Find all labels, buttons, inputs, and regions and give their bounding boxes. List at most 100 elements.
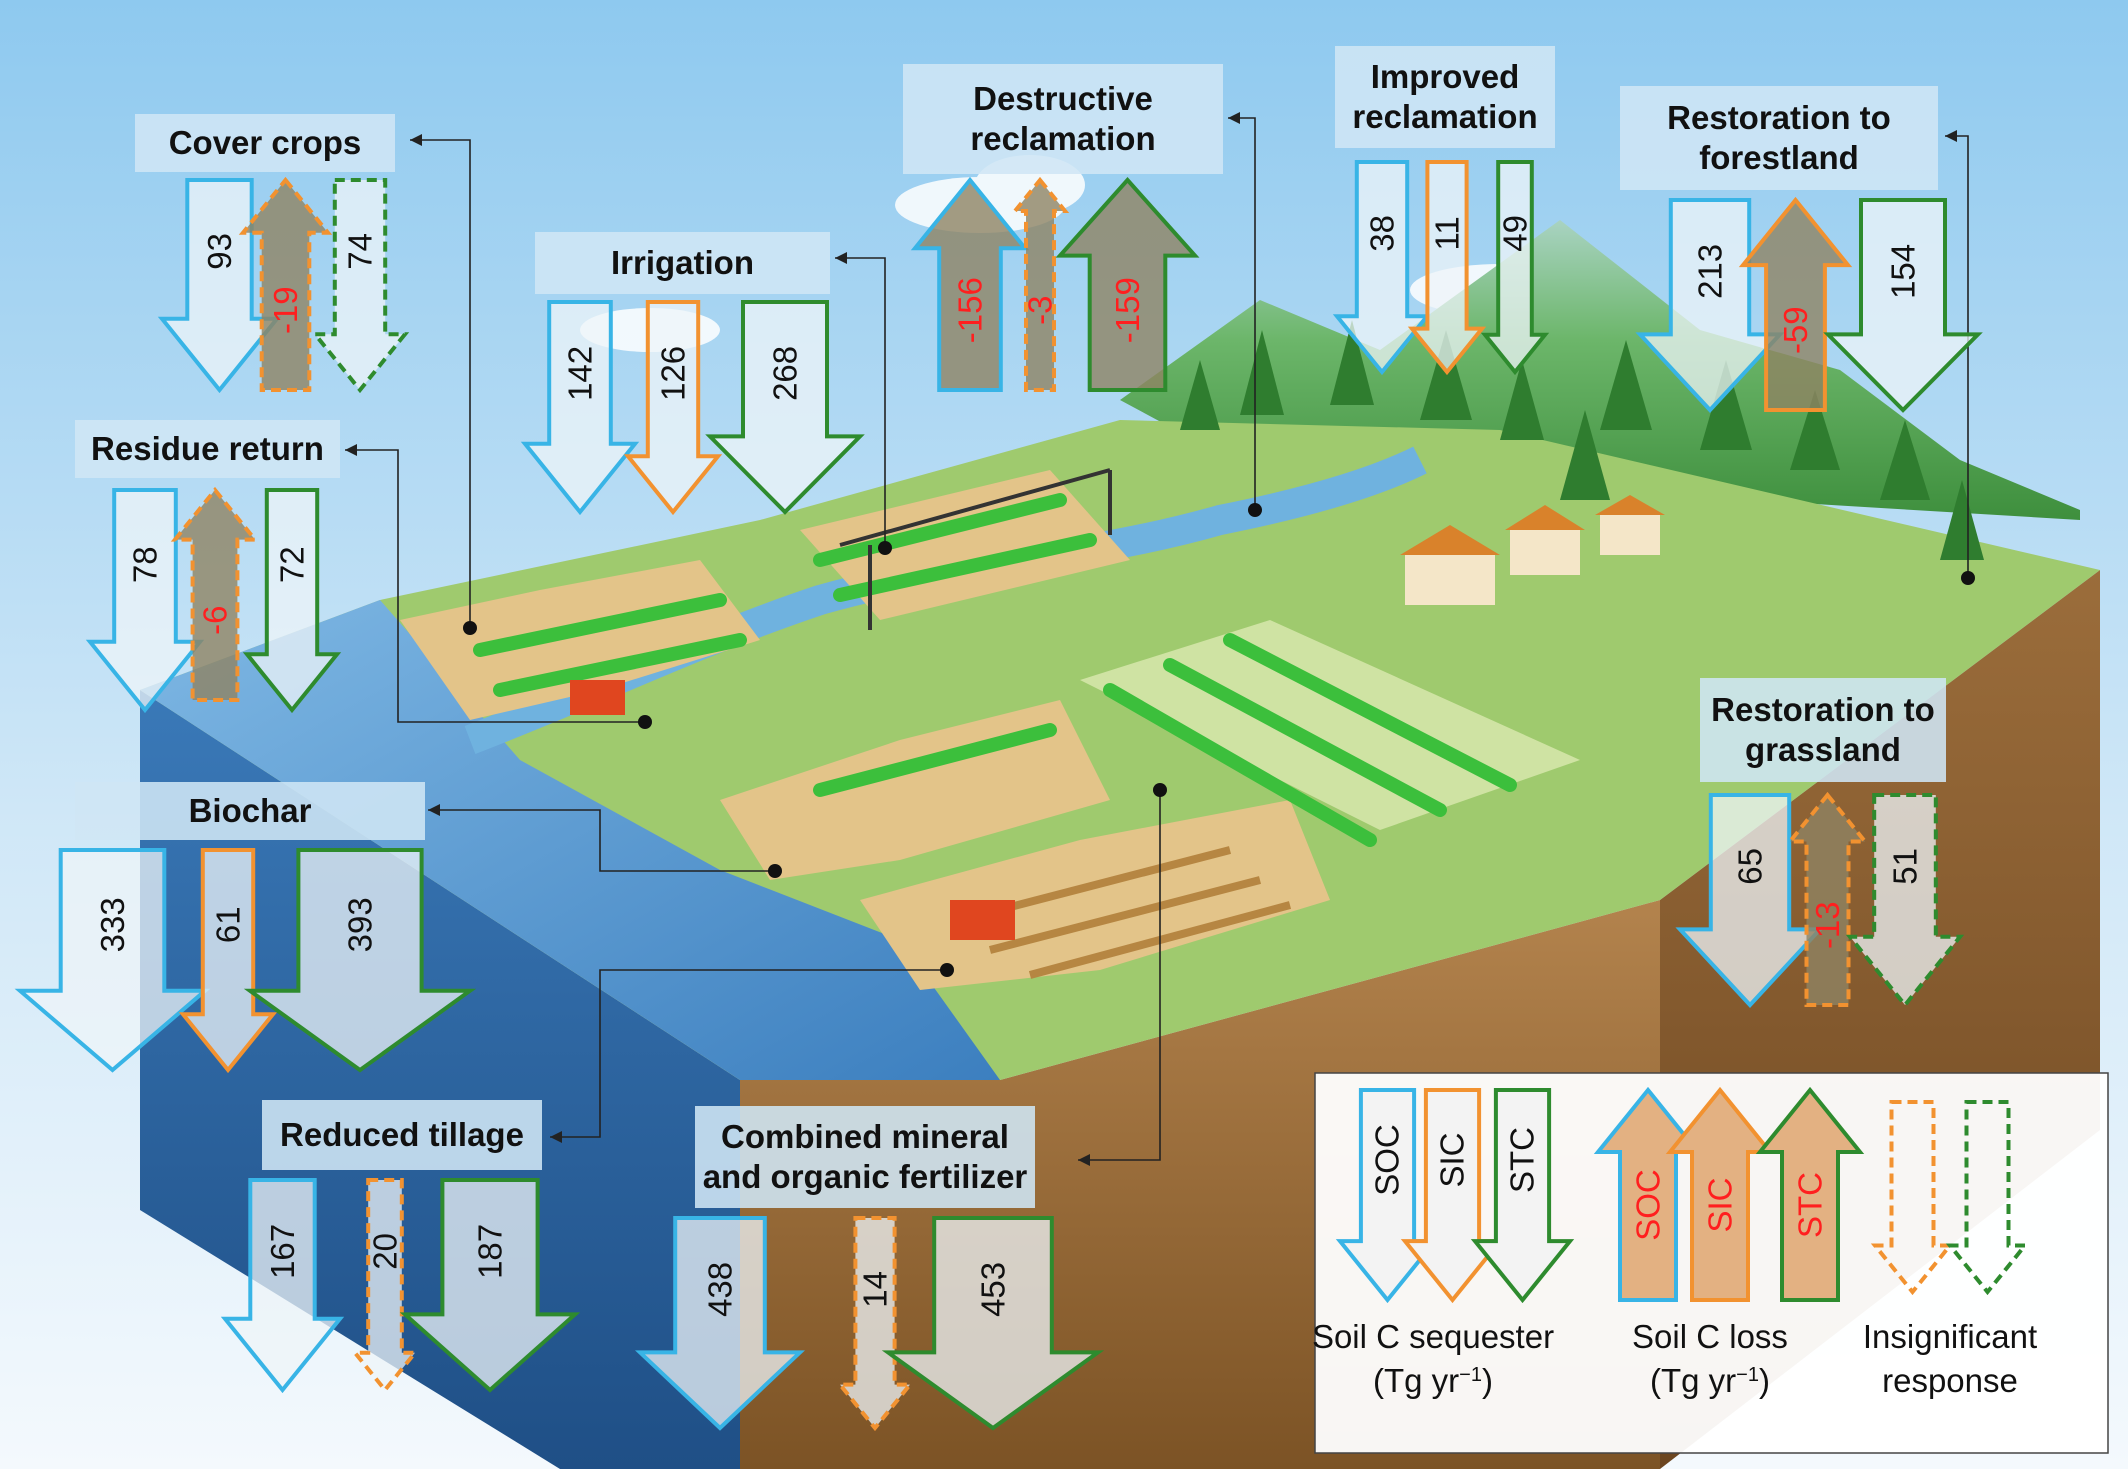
field-fertilizer [1080,620,1580,830]
legend-caption-unit: (Tg yr−1) [1650,1362,1770,1399]
connector-line [1078,790,1161,1161]
practice-label-box [1335,46,1555,148]
legend-caption: Insignificant [1863,1318,2037,1355]
practice-label: and organic fertilizer [703,1158,1028,1195]
value-stc: 393 [342,897,379,952]
value-stc: 49 [1497,215,1534,252]
legend-insignificant-stc-arrow [1945,1100,2030,1296]
arrow-soc [634,1216,806,1431]
practice-label: forestland [1699,139,1859,176]
location-dot [768,864,782,878]
landscape-illustration [140,220,2100,1469]
legend-pool-label: SOC [1630,1169,1667,1241]
legend-loss-arrow [1755,1086,1865,1302]
practice-label: Biochar [189,792,312,829]
arrow-soc [85,488,205,714]
arrow-stc [399,1178,581,1393]
connector-arrowhead [1228,112,1240,124]
legend-pool-label: SOC [1369,1124,1406,1196]
legend-pool-label: SIC [1434,1132,1471,1187]
arrow-stc [881,1216,1105,1431]
connector-line [835,257,886,548]
practice-label: reclamation [1352,98,1537,135]
value-soc: 38 [1364,215,1401,252]
connector-arrowhead [428,804,440,816]
location-dot [878,541,892,555]
legend-sequester-arrow [1470,1088,1575,1304]
value-soc: 78 [127,546,164,583]
practice-label-box [1700,678,1946,782]
practice-label: Reduced tillage [280,1116,524,1153]
connector-line [345,449,645,723]
value-soc: 142 [562,346,599,401]
connector-lines [345,112,1975,1166]
value-soc: -156 [952,277,989,343]
arrow-soc [1332,160,1432,376]
connector-line [410,139,471,628]
connector-arrowhead [410,134,422,146]
water-surface [140,600,1000,1080]
value-sic: -13 [1809,901,1846,949]
connector-arrowhead [345,444,357,456]
practice-label: Cover crops [169,124,362,161]
field-cover-crops [400,560,760,720]
tractors [570,680,1015,940]
location-dot [1961,571,1975,585]
practice-label-box [75,782,425,840]
value-sic: -3 [1022,296,1059,325]
arrow-stc [705,300,865,515]
legend-sequester-arrow [1400,1088,1505,1304]
legend-pool-label: SIC [1702,1177,1739,1232]
practice-label: Destructive [973,80,1153,117]
value-sic: -19 [267,286,304,334]
value-soc: 65 [1732,848,1769,885]
value-sic: -59 [1777,306,1814,354]
legend-caption: Soil C sequester [1312,1318,1554,1355]
legend-insignificant-sic-arrow [1870,1100,1955,1296]
arrow-sic [1738,196,1853,412]
arrow-stc [310,178,410,394]
legend-unit-text: (Tg yr [1650,1362,1736,1399]
value-sic: 11 [1429,216,1466,250]
location-dot [638,715,652,729]
legend-caption-unit: (Tg yr−1) [1373,1362,1493,1399]
value-soc: 438 [702,1262,739,1317]
value-soc: 213 [1692,244,1729,299]
crop-rows [473,493,1517,847]
location-dot [940,963,954,977]
value-sic: 126 [655,346,692,401]
arrow-stc [1823,198,1983,413]
value-stc: 453 [975,1262,1012,1317]
field-tillage [860,800,1330,990]
location-dot [463,621,477,635]
legend-unit-close: ) [1759,1362,1770,1399]
arrow-sic [178,848,278,1074]
practice-label-box [75,420,340,478]
value-stc: 74 [342,233,379,270]
connector-arrowhead [835,252,847,264]
arrow-soc [220,1178,345,1394]
arrow-stc [1845,793,1965,1009]
value-stc: -159 [1109,277,1146,343]
arrow-stc [242,488,342,714]
arrow-sic [238,176,333,392]
practice-label: Residue return [91,430,324,467]
arrow-soc [520,300,640,516]
arrow-soc [1675,793,1825,1008]
legend-unit-exponent: −1 [1459,1364,1482,1386]
location-dot [1248,503,1262,517]
value-sic: -6 [197,606,234,635]
connector-arrowhead [1078,1154,1090,1166]
practice-label: Restoration to [1711,691,1935,728]
value-stc: 268 [767,346,804,401]
connector-arrowhead [1945,130,1957,142]
practice-label-box [262,1100,542,1170]
value-sic: 61 [210,906,247,943]
legend-pool-label: STC [1504,1127,1541,1193]
arrow-sic [350,1178,420,1394]
